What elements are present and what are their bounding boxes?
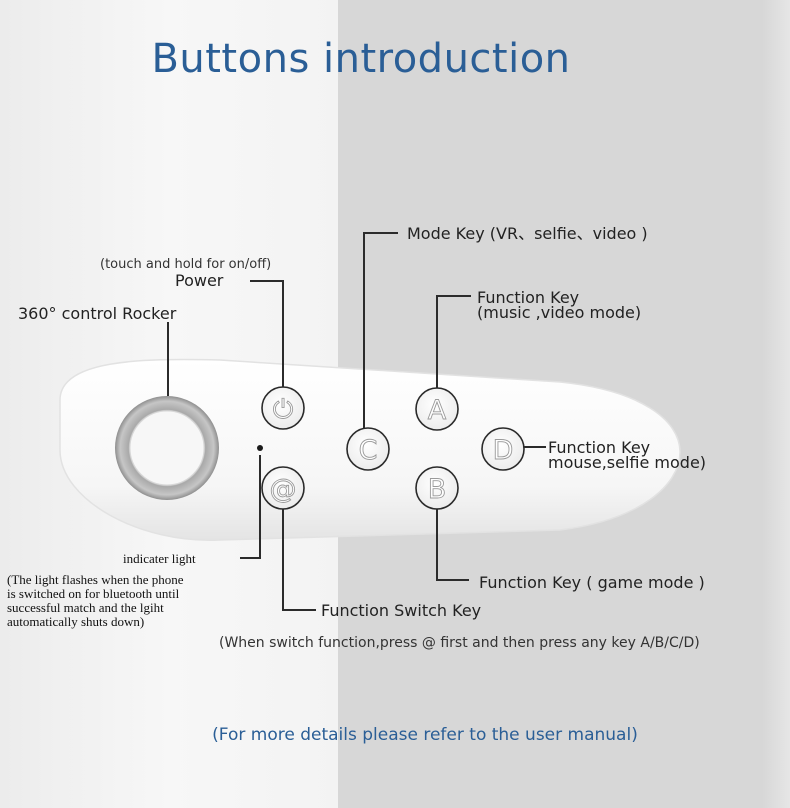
leader-indicator [240, 455, 261, 559]
power-button[interactable]: ⏻ [261, 386, 305, 430]
leader-function-a [436, 295, 471, 388]
leader-function-b [436, 509, 469, 581]
leader-mode-key [363, 232, 398, 428]
indicator-label: indicater light [123, 551, 196, 566]
function-a-label-line1: Function Key [477, 288, 580, 307]
footer-note: (For more details please refer to the us… [212, 725, 638, 745]
d-button[interactable]: D [481, 427, 525, 471]
page-title: Buttons introduction [151, 36, 571, 82]
background-right-edge [762, 0, 790, 808]
leader-switch-key [282, 509, 316, 611]
control-rocker[interactable] [115, 396, 219, 500]
function-a-label-line2: (music ,video mode) [477, 303, 642, 322]
indicator-light [257, 445, 263, 451]
power-icon: ⏻ [273, 395, 294, 425]
function-b-label: Function Key ( game mode ) [479, 573, 705, 592]
leader-power [250, 280, 284, 387]
rocker-label: 360° control Rocker [18, 304, 177, 323]
function-d-label-line2: mouse,selfie mode) [548, 453, 707, 472]
function-d-label-line1: Function Key [548, 438, 651, 457]
at-button[interactable]: @ [261, 466, 305, 510]
power-label: Power [175, 271, 224, 290]
c-button[interactable]: C [346, 427, 390, 471]
switch-key-label: Function Switch Key [321, 601, 482, 620]
b-button[interactable]: B [415, 466, 459, 510]
svg-text:C: C [359, 435, 378, 466]
svg-text:B: B [428, 474, 447, 505]
indicator-note: (The light flashes when the phone is swi… [7, 572, 184, 629]
switch-note: (When switch function,press @ first and … [219, 635, 700, 651]
a-button[interactable]: A [415, 387, 459, 431]
power-hint-label: (touch and hold for on/off) [100, 257, 272, 272]
svg-text:D: D [493, 435, 514, 466]
svg-text:@: @ [270, 474, 297, 505]
svg-text:A: A [428, 395, 447, 426]
mode-key-label: Mode Key (VR、selfie、video ) [407, 224, 648, 243]
